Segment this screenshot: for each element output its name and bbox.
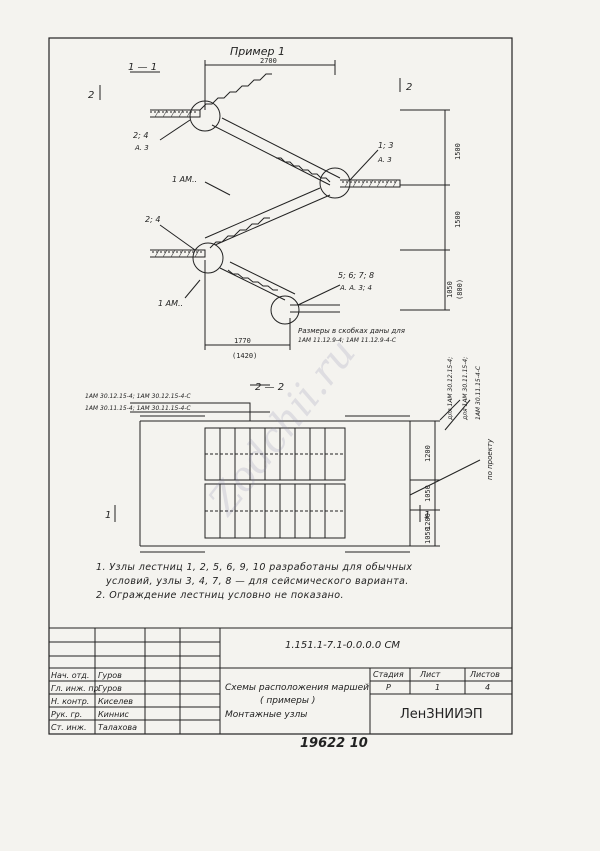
stamp-name-4: Киннис (98, 710, 129, 719)
stamp-title-2: ( примеры ) (260, 696, 316, 706)
note-1-line-2: условий, узлы 3, 4, 7, 8 — для сейсмичес… (106, 576, 409, 587)
mark-left-1: 1АМ 30.12.15-4; 1АМ 30.12.15-4-С (85, 393, 192, 400)
dim-1200-a: 1200 (424, 445, 432, 462)
section-2-label: 2 — 2 (255, 382, 284, 393)
stamp-stage-label: Стадия (373, 670, 404, 679)
stamp-sheets-label: Листов (470, 670, 500, 679)
dim-1420: (1420) (232, 352, 257, 360)
stamp-sheets: 4 (485, 683, 491, 692)
stamp-name-2: Гуров (98, 684, 122, 693)
dim-1050-b: 1050 (424, 485, 432, 502)
section-1-label: 1 — 1 (128, 62, 157, 73)
stamp-title-1: Схемы расположения маршей (225, 683, 370, 693)
landing-hatching (154, 109, 398, 258)
note-1-line-1: 1. Узлы лестниц 1, 2, 5, 6, 9, 10 разраб… (96, 562, 413, 573)
example-title: Пример 1 (230, 45, 285, 58)
vert-label-3: 1АМ 30.11.15-4-С (475, 365, 482, 420)
stamp-role-5: Ст. инж. (51, 723, 87, 732)
callout-5678: 5; 6; 7; 8 (338, 271, 374, 280)
stamp-role-4: Рук. гр. (51, 710, 83, 719)
note-2: 2. Ограждение лестниц условно не показан… (96, 590, 344, 601)
dim-1050-c: 1050 (424, 527, 432, 544)
stamp-role-2: Гл. инж. пр. (51, 684, 102, 693)
stamp-org: ЛенЗНИИЭП (400, 707, 483, 722)
callout-a3-right: А. 3 (377, 156, 392, 164)
dim-1500-a: 1500 (454, 143, 462, 160)
section-mark-1-left: 1 (105, 510, 111, 521)
drawing-frame (48, 37, 513, 735)
stamp-stage: Р (386, 683, 391, 692)
stamp-role-3: Н. контр. (51, 697, 90, 706)
callout-a34: А. А. 3; 4 (339, 284, 372, 292)
dim-top: 2700 (260, 57, 277, 65)
dim-800: (800) (456, 279, 464, 300)
stamp-name-1: Гуров (98, 671, 122, 680)
callout-a3-top: А. 3 (134, 144, 149, 152)
section-mark-2-left: 2 (88, 90, 94, 101)
stamp-sheet: 1 (435, 683, 441, 692)
sheet-number: 19622 10 (300, 736, 368, 751)
dim-1500-b: 1500 (454, 211, 462, 228)
stamp-title-3: Монтажные узлы (225, 710, 308, 720)
callout-1-3: 1; 3 (378, 141, 393, 150)
dim-1200-b: 1200 (424, 513, 432, 530)
title-block-lines (49, 627, 512, 734)
vert-label-1: для 1АМ 30.12.15-4; (447, 357, 454, 421)
brackets-note-2: 1АМ 11.12.9-4; 1АМ 11.12.9-4-С (298, 337, 397, 344)
mark-left-2: 1АМ 30.11.15-4; 1АМ 30.11.15-4-С (85, 405, 192, 412)
callout-2-4-top: 2; 4 (133, 131, 148, 140)
stamp-code: 1.151.1-7.1-0.0.0.0 СМ (285, 640, 401, 651)
section-mark-2-right: 2 (406, 82, 412, 93)
brackets-note-1: Размеры в скобках даны для (298, 327, 405, 335)
dim-1050: 1050 (446, 281, 454, 298)
section-1-1 (99, 60, 450, 350)
stamp-sheet-label: Лист (420, 670, 441, 679)
label-1am-a: 1 АМ.. (172, 175, 197, 184)
stamp-name-3: Киселев (98, 697, 133, 706)
callout-2-4-mid: 2; 4 (145, 215, 160, 224)
section-mark-1-right: 1 (424, 510, 430, 521)
vert-label-4: по проекту (486, 438, 494, 480)
vert-label-2: для 1АМ 30.11.15-4; (462, 357, 469, 421)
stamp-role-1: Нач. отд. (51, 671, 90, 680)
label-1am-b: 1 АМ.. (158, 299, 183, 308)
dim-1770: 1770 (234, 337, 251, 345)
section-2-2 (114, 384, 481, 553)
stamp-name-5: Талахова (98, 723, 138, 732)
